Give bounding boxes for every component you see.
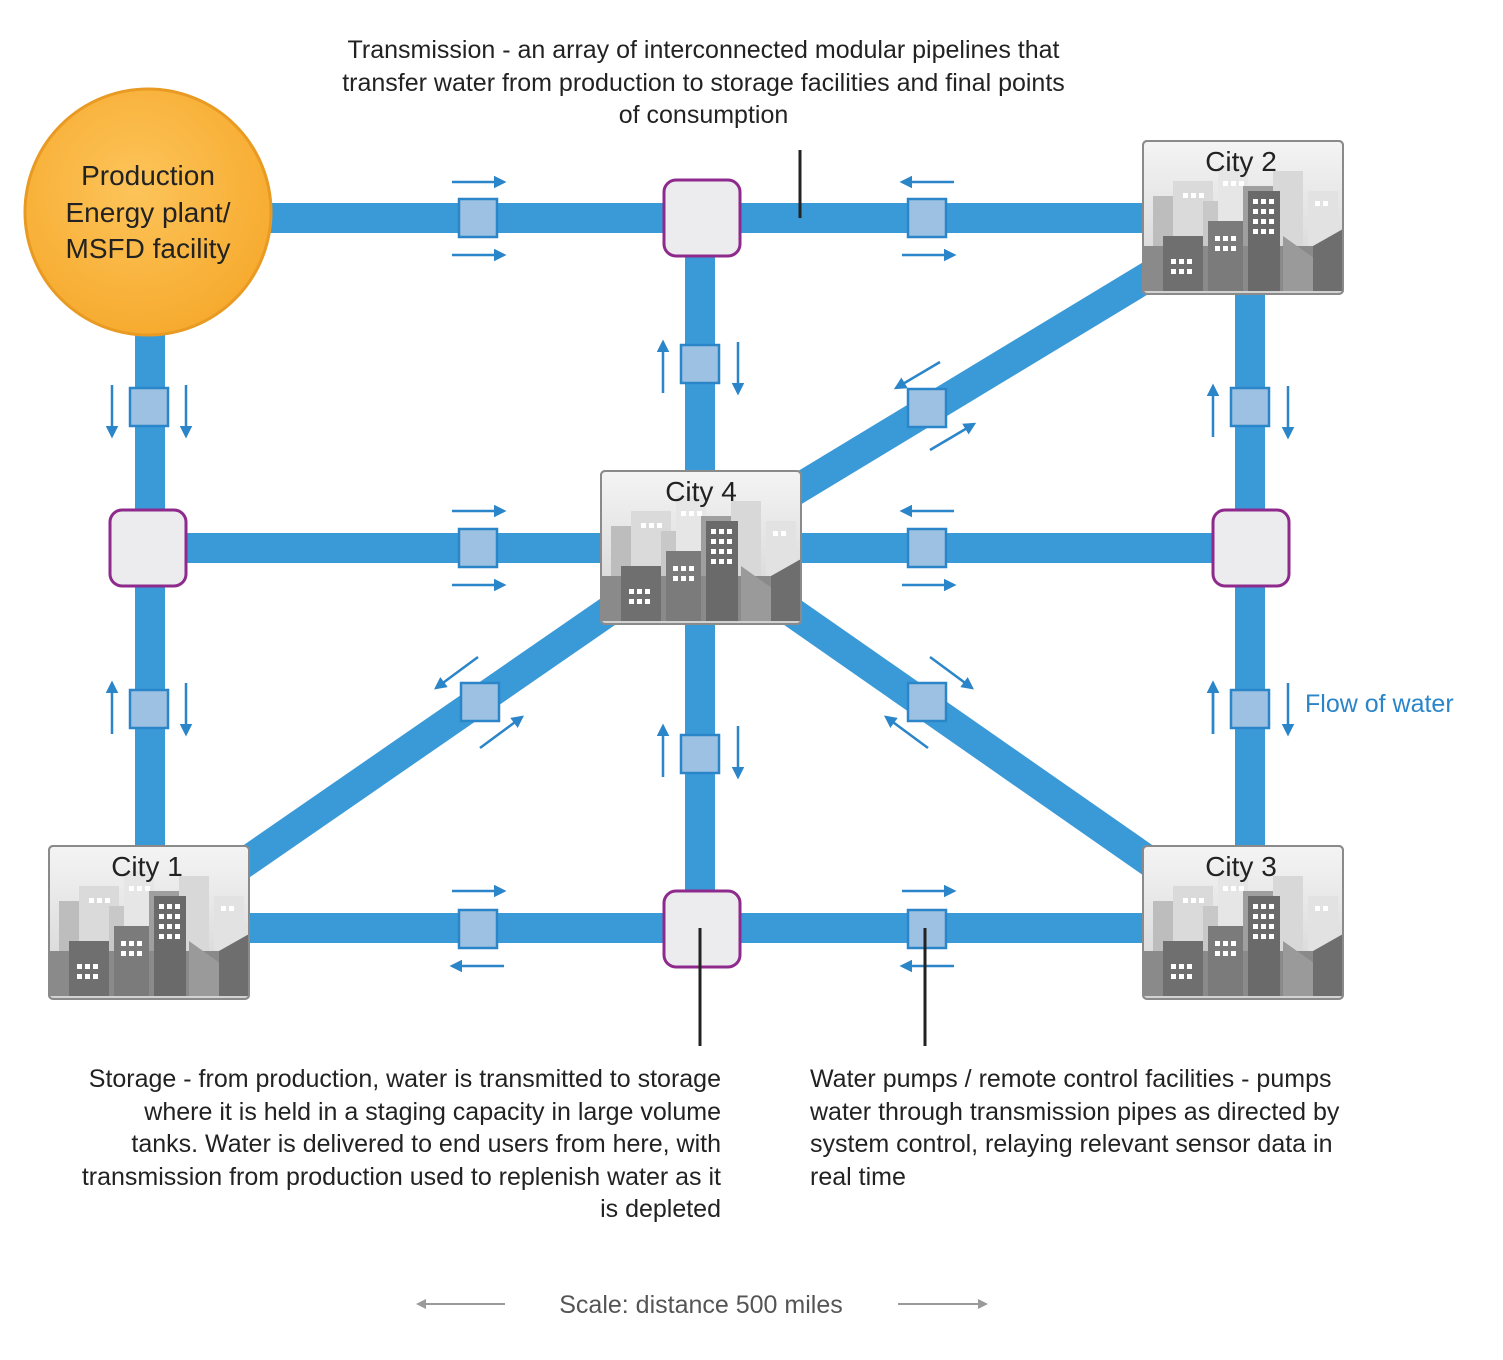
city-label: City 2 <box>1205 146 1277 177</box>
flow-arrow <box>433 655 479 690</box>
pump-station <box>457 197 499 239</box>
pump-station <box>906 908 948 950</box>
city-4: City 4 <box>600 470 802 625</box>
production-subtitle: Energy plant/ <box>66 197 231 228</box>
pump-station <box>906 387 948 429</box>
transmission-annotation: Transmission - an array of interconnecte… <box>342 36 1065 129</box>
pump-station <box>906 681 948 723</box>
flow-arrow <box>929 422 977 452</box>
storage-tank <box>108 508 188 588</box>
production-circle <box>23 87 273 337</box>
storage-facilities <box>108 178 1291 969</box>
city-2: City 2 <box>1142 140 1344 295</box>
city-1: City 1 <box>48 845 250 1000</box>
scale-label: Scale: distance 500 miles <box>559 1291 842 1319</box>
flow-legend-label: Flow of water <box>1305 690 1454 718</box>
city-label: City 3 <box>1205 851 1277 882</box>
pump-station <box>1229 688 1271 730</box>
storage-tank <box>1211 508 1291 588</box>
production-facility: Production Energy plant/ MSFD facility <box>23 87 273 337</box>
pump-station <box>457 527 499 569</box>
pumps <box>128 197 1271 950</box>
pump-station <box>679 733 721 775</box>
pump-station <box>679 343 721 385</box>
city-label: City 4 <box>665 476 737 507</box>
city-label: City 1 <box>111 851 183 882</box>
flow-arrow <box>883 715 929 750</box>
scale-indicator: Scale: distance 500 miles <box>416 1291 988 1319</box>
production-title: Production <box>81 160 215 191</box>
pump-station <box>128 386 170 428</box>
flow-legend: Flow of water <box>1305 690 1454 718</box>
production-subtitle-2: MSFD facility <box>66 233 231 264</box>
flow-arrow <box>893 360 941 390</box>
pump-station <box>1229 386 1271 428</box>
pump-station <box>906 197 948 239</box>
flow-arrow <box>479 715 525 750</box>
pump-station <box>906 527 948 569</box>
pump-station <box>459 681 501 723</box>
flow-arrows <box>105 175 1295 973</box>
storage-tank <box>662 178 742 258</box>
pump-station <box>128 688 170 730</box>
city-3: City 3 <box>1142 845 1344 1000</box>
pumps-annotation: Water pumps / remote control facilities … <box>810 1065 1340 1191</box>
flow-arrow <box>929 655 975 690</box>
storage-annotation: Storage - from production, water is tran… <box>81 1065 721 1223</box>
storage-tank <box>662 889 742 969</box>
pump-station <box>457 908 499 950</box>
